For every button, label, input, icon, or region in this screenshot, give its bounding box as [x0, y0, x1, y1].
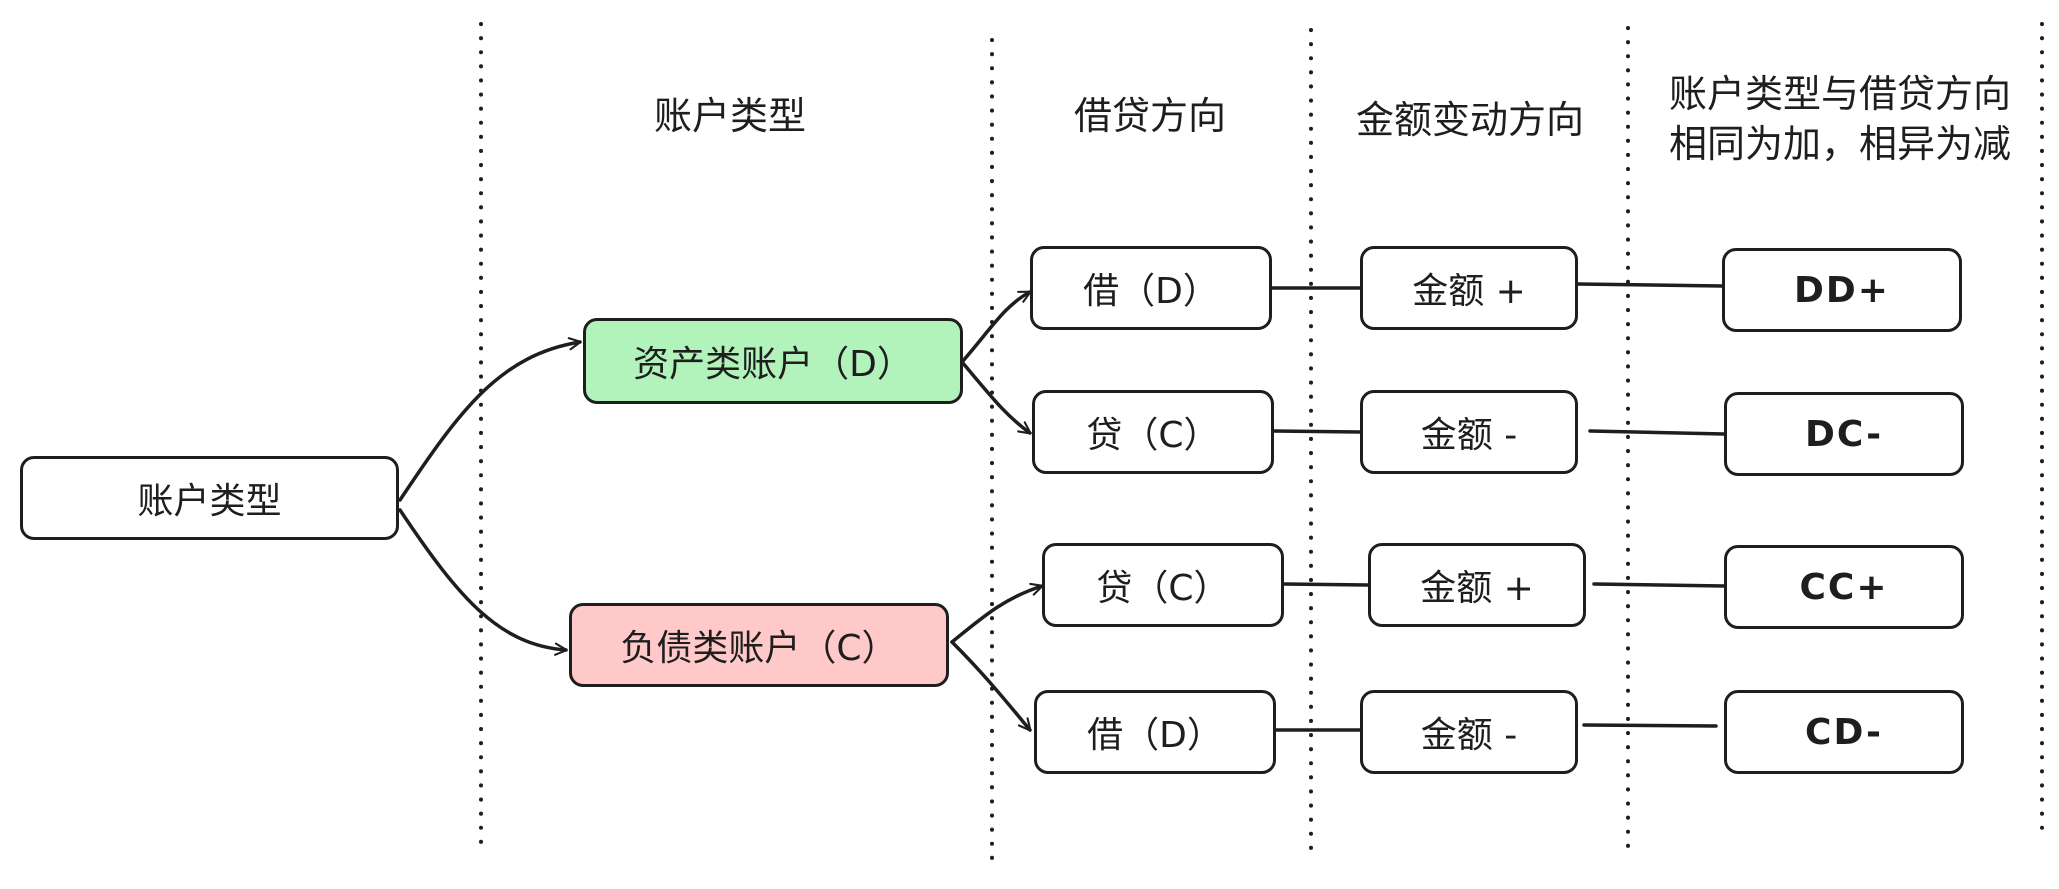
asset-account-node: 资产类账户（D） — [583, 318, 963, 404]
result-node-row2: DC- — [1724, 392, 1964, 476]
result-label-row1: DD+ — [1794, 269, 1890, 311]
result-node-row1: DD+ — [1722, 248, 1962, 332]
arrow-liability-to-credit — [950, 582, 1044, 644]
direction-node-row4: 借（D） — [1034, 690, 1276, 774]
column-dividers — [479, 22, 2044, 862]
arrows — [398, 290, 1044, 732]
direction-node-row2: 贷（C） — [1032, 390, 1274, 474]
arrow-liability-to-debit — [950, 640, 1032, 732]
root-node-account-type: 账户类型 — [20, 456, 399, 540]
header-debit-credit: 借贷方向 — [1073, 94, 1226, 138]
amount-node-row2: 金额 - — [1360, 390, 1578, 474]
amount-node-row4: 金额 - — [1360, 690, 1578, 774]
header-rule-line1: 账户类型与借贷方向 — [1668, 72, 2011, 116]
arrow-root-to-liability — [398, 508, 568, 656]
connector-row4-b — [1582, 723, 1718, 728]
amount-node-row3: 金额 + — [1368, 543, 1586, 627]
result-node-row3: CC+ — [1724, 545, 1964, 629]
result-label-row2: DC- — [1804, 413, 1884, 455]
arrow-asset-to-credit — [960, 360, 1032, 435]
connector-row2-b — [1588, 429, 1726, 436]
row-connectors — [1270, 282, 1726, 732]
direction-node-row3: 贷（C） — [1042, 543, 1284, 627]
connector-row2-a — [1272, 429, 1362, 434]
connector-row3-b — [1592, 582, 1726, 588]
liability-account-node: 负债类账户（C） — [569, 603, 949, 687]
header-rule-line2: 相同为加，相异为减 — [1668, 122, 2011, 166]
result-label-row4: CD- — [1805, 711, 1883, 753]
direction-node-row1: 借（D） — [1030, 246, 1272, 330]
connector-row3-a — [1282, 582, 1370, 587]
header-amount-change: 金额变动方向 — [1355, 98, 1584, 142]
amount-node-row1: 金额 + — [1360, 246, 1578, 330]
result-label-row3: CC+ — [1799, 566, 1889, 608]
arrow-asset-to-debit — [960, 290, 1032, 364]
connector-row1-b — [1576, 282, 1724, 288]
arrow-root-to-asset — [398, 337, 582, 502]
header-account-type: 账户类型 — [653, 94, 806, 138]
result-node-row4: CD- — [1724, 690, 1964, 774]
